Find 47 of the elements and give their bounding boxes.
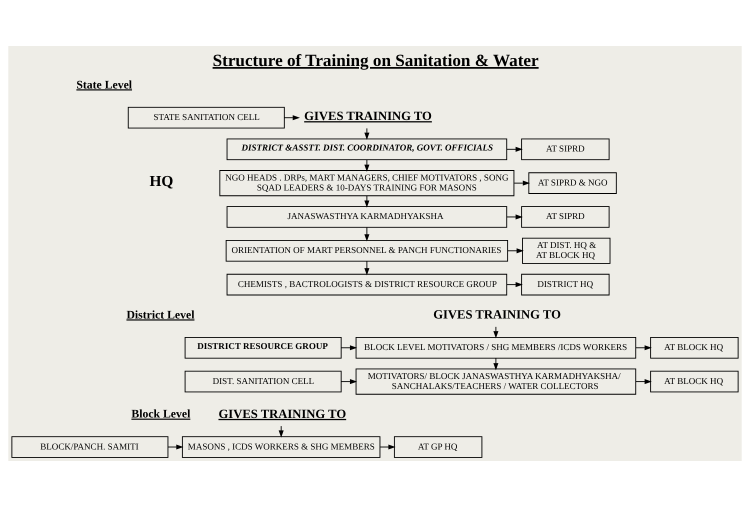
node-box: AT SIPRD bbox=[521, 206, 610, 228]
node-box: MASONS , ICDS WORKERS & SHG MEMBERS bbox=[182, 436, 380, 458]
arrow bbox=[364, 260, 370, 275]
node-text: GIVES TRAINING TO bbox=[304, 108, 432, 123]
node-box: DISTRICT &ASSTT. DIST. COORDINATOR, GOVT. OFFICIALS bbox=[226, 138, 508, 160]
node-text: GIVES TRAINING TO bbox=[218, 406, 346, 420]
arrow bbox=[635, 378, 652, 384]
node-box: AT SIPRD & NGO bbox=[528, 172, 617, 194]
node-box: NGO HEADS . DRPs, MART MANAGERS, CHIEF MOTIVATORS , SONG SQAD LEADERS & 10-DAYS TRAINING FOR MASONS bbox=[219, 170, 514, 196]
arrow bbox=[364, 195, 370, 208]
arrow bbox=[168, 444, 184, 450]
arrow bbox=[278, 425, 284, 438]
arrow bbox=[364, 127, 370, 140]
arrow bbox=[380, 444, 396, 450]
arrow bbox=[340, 344, 358, 350]
arrow bbox=[340, 378, 358, 384]
arrow bbox=[493, 358, 498, 370]
arrow bbox=[364, 159, 370, 172]
node-box: AT BLOCK HQ bbox=[650, 336, 739, 358]
arrow bbox=[507, 248, 524, 253]
node-box: AT GP HQ bbox=[394, 436, 482, 458]
arrow bbox=[506, 282, 523, 287]
node-box: AT SIPRD bbox=[521, 138, 610, 160]
label: State Level bbox=[76, 78, 132, 91]
node-box: STATE SANITATION CELL bbox=[128, 106, 285, 128]
node-box: AT DIST. HQ & AT BLOCK HQ bbox=[522, 237, 610, 264]
label: District Level bbox=[126, 308, 194, 321]
node-box: BLOCK/PANCH. SAMITI bbox=[11, 436, 168, 458]
node-box: AT BLOCK HQ bbox=[650, 370, 739, 392]
node-box: DISTRICT HQ bbox=[521, 273, 610, 295]
label: HQ bbox=[149, 172, 174, 190]
arrow bbox=[514, 180, 530, 186]
diagram-title: Structure of Training on Sanitation & Water bbox=[212, 50, 539, 70]
arrow bbox=[635, 344, 652, 350]
node-box: DIST. SANITATION CELL bbox=[184, 370, 342, 392]
node-box: MOTIVATORS/ BLOCK JANASWASTHYA KARMADHYAKSHA/ SANCHALAKS/TEACHERS / WATER COLLECTORS bbox=[356, 368, 636, 394]
node-box: DISTRICT RESOURCE GROUP bbox=[184, 336, 342, 358]
node-box: JANASWASTHYA KARMADHYAKSHA bbox=[226, 206, 508, 228]
node-box: CHEMISTS , BACTROLOGISTS & DISTRICT RESOURCE GROUP bbox=[226, 273, 508, 295]
node-text: GIVES TRAINING TO bbox=[433, 307, 561, 322]
arrow bbox=[493, 326, 498, 338]
node-box: ORIENTATION OF MART PERSONNEL & PANCH FUNCTIONARIES bbox=[226, 239, 508, 262]
arrow bbox=[506, 214, 523, 219]
node-box: BLOCK LEVEL MOTIVATORS / SHG MEMBERS /ICDS WORKERS bbox=[356, 336, 636, 358]
arrow bbox=[364, 226, 370, 242]
arrow bbox=[506, 146, 523, 152]
label: Block Level bbox=[131, 407, 190, 420]
